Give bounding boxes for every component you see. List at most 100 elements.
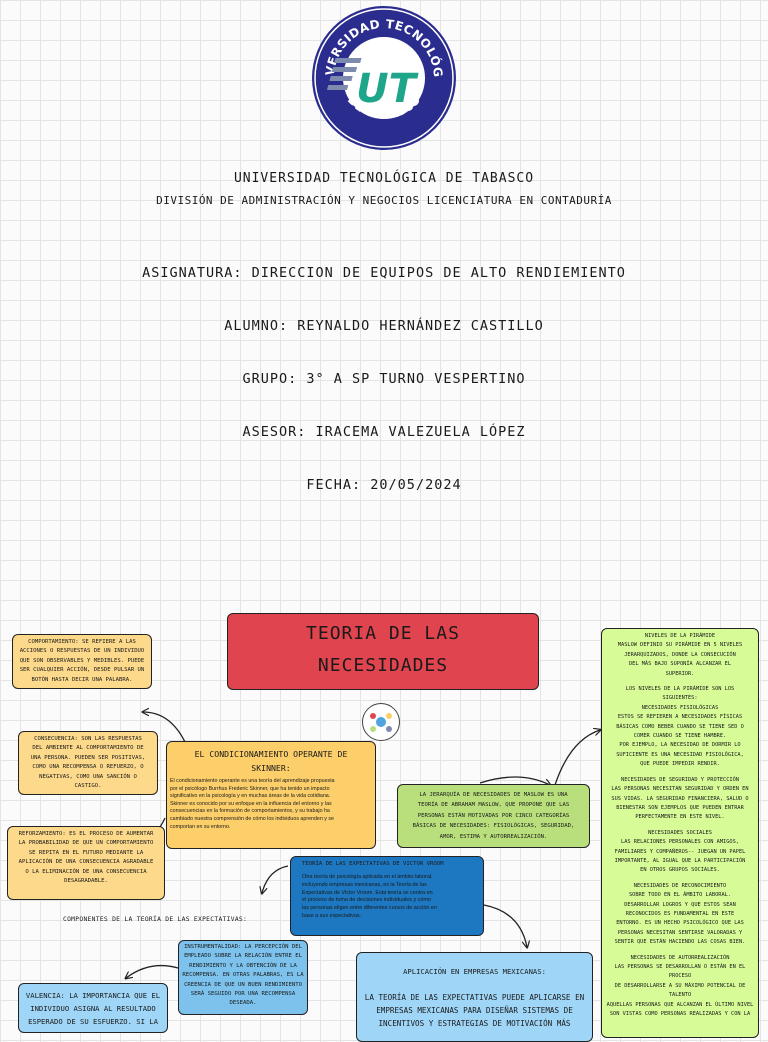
text-line: incluyendo empresas mexicanas, es la Teo…	[302, 881, 427, 888]
student-line: ALUMNO: REYNALDO HERNÁNDEZ CASTILLO	[224, 318, 544, 334]
piramide-line: DE DESARROLLARSE A SU MÁXIMO POTENCIAL D…	[614, 982, 746, 999]
skinner-title: SKINNER:	[251, 763, 291, 773]
vroom-box: TEORÍA DE LAS EXPECTATIVAS DE VICTOR VRO…	[290, 856, 484, 936]
piramide-line: NECESIDADES SOCIALES	[648, 829, 712, 836]
division-name: DIVISIÓN DE ADMINISTRACIÓN Y NEGOCIOS LI…	[156, 194, 612, 207]
text-line: las personas eligen entre diferentes cur…	[302, 905, 437, 912]
text-line: CONSECUENCIA: SON LAS RESPUESTAS	[34, 736, 142, 742]
text-line: INDIVIDUO ASIGNA AL RESULTADO	[30, 1004, 156, 1013]
date-line: FECHA: 20/05/2024	[306, 477, 462, 493]
consecuencia-box: CONSECUENCIA: SON LAS RESPUESTAS DEL AMB…	[18, 731, 158, 795]
arrow-to-aplicacion	[483, 904, 527, 947]
piramide-line: LAS PERSONAS SE DESARROLLAN O ESTÁN EN E…	[614, 964, 746, 980]
text-line: BÁSICAS DE NECESIDADES: FISIOLÓGICAS, SE…	[412, 823, 575, 830]
text-line: SER CUALQUIER ACCIÓN, DESDE PULSAR UN	[19, 667, 145, 674]
vroom-title: TEORÍA DE LAS EXPECTATIVAS DE VICTOR VRO…	[302, 861, 444, 867]
piramide-line: NECESIDADES DE RECONOCIMIENTO	[633, 882, 727, 889]
comportamiento-box: COMPORTAMIENTO: SE REFIERE A LAS ACCIONE…	[12, 634, 152, 689]
text-line: DEL AMBIENTE AL COMPORTAMIENTO DE	[32, 745, 144, 752]
text-line: Otra teoría de psicología aplicada en el…	[302, 874, 433, 880]
text-line: QUE SON OBSERVABLES Y MEDIBLES. PUEDE	[19, 657, 145, 664]
piramide-line: COMER CUANDO SE TIENE HAMBRE.	[633, 733, 727, 740]
text-line: COMPORTAMIENTO: SE REFIERE A LAS	[28, 639, 136, 645]
piramide-line: NECESIDADES FISIOLÓGICAS	[641, 704, 719, 711]
text-line: Expectativas de Victor Vroom. Esta teorí…	[302, 889, 433, 896]
components-label: COMPONENTES DE LA TEORÍA DE LAS EXPECTAT…	[63, 916, 248, 923]
text-line: significativo en la psicología y en much…	[170, 793, 331, 800]
piramide-text: NIVELES DE LA PIRÁMIDE MASLOW DEFINIO SU …	[602, 632, 758, 1019]
text-line: base a sus expectativas.	[302, 912, 362, 919]
text-line: COMO UNA RECOMPENSA O REFUERZO, O	[32, 764, 144, 771]
group-line: GRUPO: 3° A SP TURNO VESPERTINO	[242, 371, 526, 387]
piramide-line: BIENESTAR SON EJEMPLOS QUE PUEDEN ENTRAR	[616, 804, 744, 811]
text-line: cambiado nuestra comprensión de cómo los…	[170, 815, 335, 822]
piramide-line: EN OTROS GRUPOS SOCIALES.	[640, 867, 720, 874]
piramide-line: SENTIR QUE ESTÁN HACIENDO LAS COSAS BIEN…	[614, 939, 746, 946]
arrow-to-comportamiento	[143, 712, 186, 743]
logo-monogram: UT	[326, 58, 419, 112]
text-line: Skinner es conocido por su enfoque en la…	[170, 800, 332, 807]
text-line: CASTIGO.	[74, 783, 102, 790]
piramide-line: FAMILIARES Y COMPAÑEROS-- JUEGAN UN PAPE…	[614, 848, 746, 855]
text-line: ACCIONES O RESPUESTAS DE UN INDIVIDUO	[19, 648, 145, 655]
piramide-line: SUPERIOR.	[665, 670, 695, 677]
instrumentalidad-box: INSTRUMENTALIDAD: LA PERCEPCIÓN DEL EMPL…	[178, 940, 308, 1015]
piramide-line: IMPORTANTE, AL IGUAL QUE LA PARTICIPACIÓ…	[614, 857, 746, 864]
piramide-line: SON VISTAS COMO PERSONAS REALIZADAS Y CO…	[609, 1011, 751, 1018]
piramide-line: QUE PUEDE IMPEDIR RENDIR.	[640, 761, 720, 768]
arrow-to-maslow-small	[479, 776, 550, 785]
text-line: ESPERADO DE SU ESFUERZO. SI LA	[28, 1017, 158, 1026]
piramide-line: POR EJEMPLO, LA NECESIDAD DE DORMIR LO	[619, 742, 741, 749]
text-line: TEORÍA DE ABRAHAM MASLOW, QUE PROPONE QU…	[417, 802, 570, 809]
piramide-line: PERSONAS NECESITAN SENTIRSE VALORADAS Y	[617, 929, 743, 936]
text-line: NEGATIVAS, COMO UNA SANCIÓN O	[39, 773, 137, 780]
text-line: BOTÓN HASTA DECIR UNA PALABRA.	[31, 676, 133, 683]
piramide-line: SIGUIENTES:	[662, 695, 698, 702]
subject-line: ASIGNATURA: DIRECCION DE EQUIPOS DE ALTO…	[142, 265, 626, 281]
team-icon	[362, 703, 400, 741]
text-line: El condicionamiento operante es una teor…	[170, 778, 335, 784]
text-line: LA TEORÍA DE LAS EXPECTATIVAS PUEDE APLI…	[364, 993, 585, 1002]
maslow-box: LA JERARQUÍA DE NECESIDADES DE MASLOW ES…	[397, 784, 590, 848]
valencia-box: VALENCIA: LA IMPORTANCIA QUE EL INDIVIDU…	[18, 983, 168, 1033]
skinner-box: EL CONDICIONAMIENTO OPERANTE DE SKINNER:…	[166, 741, 376, 849]
text-line: PERSONAS ESTÁN MOTIVADAS POR CINCO CATEG…	[417, 812, 570, 819]
text-line: DESAGRADABLE.	[64, 878, 108, 885]
text-line: EMPRESAS MEXICANAS PARA DISEÑAR SISTEMAS…	[376, 1006, 573, 1015]
text-line: consecuencias en la formación de comport…	[170, 808, 330, 815]
advisor-line: ASESOR: IRACEMA VALEZUELA LÓPEZ	[242, 424, 526, 440]
text-line: INSTRUMENTALIDAD: LA PERCEPCIÓN DEL	[184, 944, 302, 950]
map-title-line: TEORIA DE LAS	[306, 623, 460, 644]
piramide-line: PERFECTAMENTE EN ESTE NIVEL.	[635, 814, 725, 821]
piramide-line: MASLOW DEFINIO SU PIRÁMIDE EN 5 NIVELES	[617, 642, 743, 649]
text-line: SE REPITA EN EL FUTURO MEDIANTE LA	[28, 849, 144, 856]
piramide-line: AQUELLAS PERSONAS QUE ALCANZAN EL ÚLTIMO…	[606, 1001, 754, 1008]
piramide-line: SOBRE TODO EN EL ÁMBITO LABORAL.	[628, 892, 732, 899]
piramide-line: BÁSICAS COMO BEBER CUANDO SE TIENE SED O	[616, 723, 744, 730]
text-line: O LA ELIMINACIÓN DE UNA CONSECUENCIA	[25, 868, 147, 875]
text-line: APLICACIÓN DE UNA CONSECUENCIA AGRADABLE	[18, 859, 154, 866]
text-line: DESEADA.	[229, 1000, 257, 1007]
piramide-box: NIVELES DE LA PIRÁMIDE MASLOW DEFINIO SU …	[601, 628, 759, 1038]
piramide-line: ENTORNO. ES UN HECHO PSICOLÓGICO QUE LAS	[616, 920, 744, 927]
university-logo: UNIVERSIDAD TECNOLÓGICA DE TABASCO UT	[305, 0, 458, 152]
piramide-line: DEL MÁS BAJO SUPONÍA ALCANZAR EL	[628, 661, 732, 668]
text-line: AMOR, ESTIMA Y AUTORREALIZACIÓN.	[439, 833, 548, 840]
piramide-line: RECONOCIDOS ES FUNDAMENTAL EN ESTE	[625, 910, 735, 917]
arrow-to-piramide	[554, 730, 600, 786]
text-line: por el psicólogo Burrhus Frederic Skinne…	[170, 785, 330, 792]
text-line: RECOMPENSA. EN OTRAS PALABRAS, ES LA	[182, 972, 304, 979]
text-line: VALENCIA: LA IMPORTANCIA QUE EL	[25, 991, 161, 1000]
text-line: LA JERARQUÍA DE NECESIDADES DE MASLOW ES…	[419, 792, 568, 798]
piramide-line: JERARQUIZADOS, DONDE LA CONSECUCIÓN	[624, 651, 736, 658]
skinner-title: EL CONDICIONAMIENTO OPERANTE DE	[194, 749, 348, 759]
aplicacion-title: APLICACIÓN EN EMPRESAS MEXICANAS:	[403, 967, 546, 976]
piramide-line: SUFICIENTE ES UNA NECESIDAD FISIOLÓGICA,	[616, 751, 744, 758]
text-line: RENDIMIENTO Y LA OBTENCIÓN DE LA	[189, 962, 297, 969]
piramide-line: NIVELES DE LA PIRÁMIDE	[644, 633, 716, 639]
aplicacion-box: APLICACIÓN EN EMPRESAS MEXICANAS: LA TEO…	[356, 952, 593, 1042]
map-title: TEORIA DE LAS NECESIDADES	[227, 613, 539, 690]
reforzamiento-box: REFORZAMIENTO: ES EL PROCESO DE AUMENTAR…	[7, 826, 165, 900]
text-line: LA PROBABILIDAD DE QUE UN COMPORTAMIENTO	[18, 840, 154, 847]
